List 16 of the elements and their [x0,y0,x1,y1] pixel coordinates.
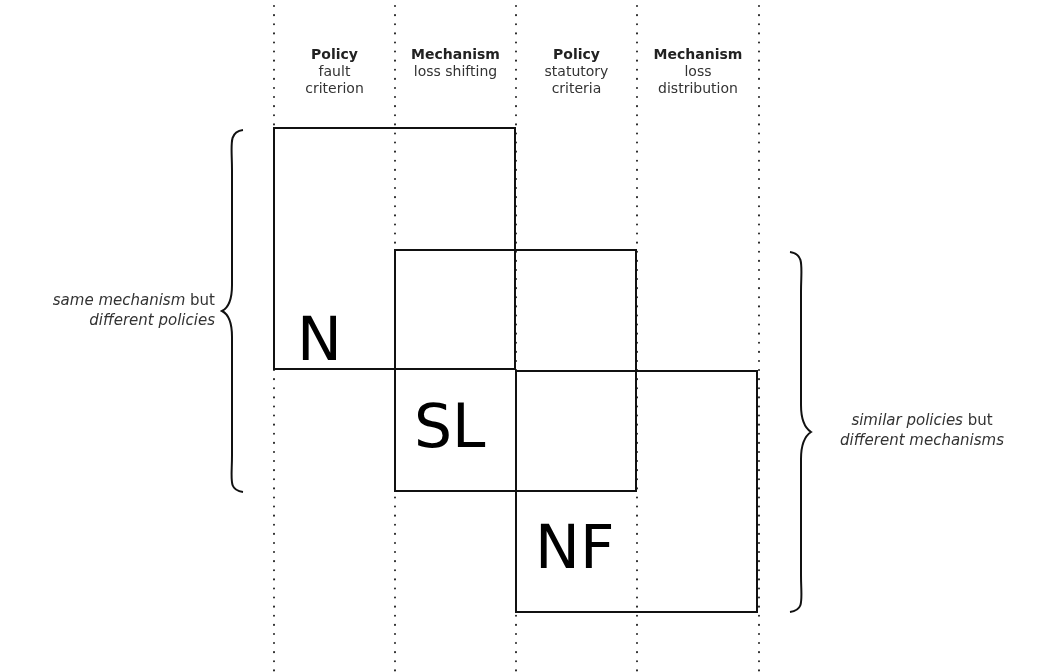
square-letter: N [297,309,342,369]
column-heading: Policy [553,46,600,63]
column-subheading: loss distribution [657,63,739,97]
brace-label: same mechanism but different policies [51,290,215,330]
overlapping-square [273,127,516,370]
brace-label: similar policies but different mechanisms [839,410,1005,450]
column-heading: Mechanism [411,46,500,63]
square-letter: NF [535,517,615,577]
overlapping-square [394,249,637,492]
column-heading: Mechanism [653,46,743,63]
column-subheading: loss shifting [412,63,499,80]
column-subheading: statutory criteria [543,63,610,97]
column-heading: Policy [311,46,358,63]
column-subheading: fault criterion [304,63,365,97]
overlapping-square [515,370,758,613]
square-letter: SL [414,396,486,456]
